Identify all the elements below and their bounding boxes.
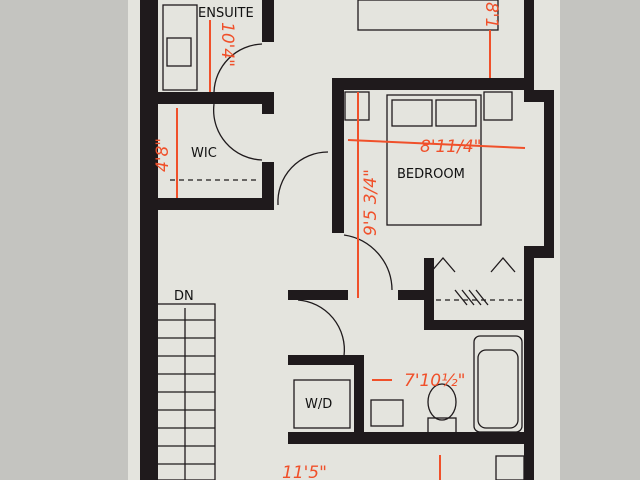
wic-label: WIC <box>191 146 217 161</box>
stairs-down-label: DN <box>174 289 194 304</box>
ensuite-dimension: 10'4" <box>217 22 237 67</box>
handwritten-annotations: 10'4" 4'8" 8'11/4" 9'5 3/4" 7'10½" 8'1 1… <box>153 2 526 480</box>
bedroom-width-dimension: 8'11/4" <box>420 137 481 157</box>
bath-width-dimension: 7'10½" <box>404 371 465 391</box>
top-room-dimension: 8'1 <box>481 2 501 28</box>
bedroom-label: BEDROOM <box>397 167 465 182</box>
paper-sheet <box>128 0 560 480</box>
fixtures <box>154 0 525 480</box>
walls <box>140 0 554 480</box>
washer-dryer-label: W/D <box>305 397 332 412</box>
room-labels: ENSUITE WIC BEDROOM DN W/D <box>174 6 465 412</box>
bottom-room-dimension: 11'5" <box>282 463 327 480</box>
bedroom-depth-dimension: 9'5 3/4" <box>361 169 381 236</box>
wic-dimension: 4'8" <box>153 138 173 172</box>
ensuite-label: ENSUITE <box>198 6 254 21</box>
